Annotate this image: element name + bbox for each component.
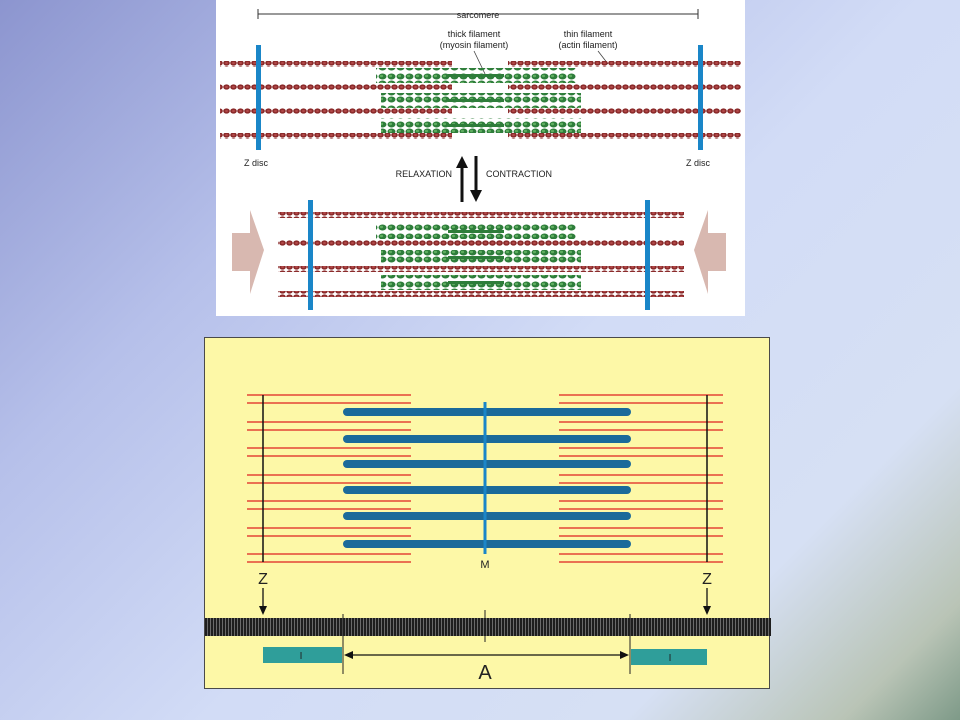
sarcomere-band-panel: M Z Z I I A xyxy=(204,337,771,689)
striation-band xyxy=(205,618,771,636)
relaxed-actin-filaments xyxy=(220,61,741,139)
thin-filament-label-sub: (actin filament) xyxy=(558,40,617,50)
thick-filaments xyxy=(343,408,631,548)
thick-filament-label-sub: (myosin filament) xyxy=(440,40,509,50)
z-disc-left-label: Z disc xyxy=(244,158,269,168)
thin-filaments xyxy=(247,394,723,563)
i-band-left-label: I xyxy=(300,651,303,662)
relaxed-z-disc-left xyxy=(256,45,261,150)
sarcomere-band-diagram: M Z Z I I A xyxy=(205,394,771,684)
relaxed-myosin-filaments xyxy=(376,68,581,133)
contraction-label: CONTRACTION xyxy=(486,169,552,179)
thin-filament-label: thin filament xyxy=(564,29,613,39)
sarcomere-contraction-panel: sarcomere thick filament (myosin filamen… xyxy=(216,0,745,316)
relaxed-z-disc-right xyxy=(698,45,703,150)
sarcomere-label: sarcomere xyxy=(457,10,500,20)
z-disc-right-label: Z disc xyxy=(686,158,711,168)
contracted-actin-filaments xyxy=(278,212,684,297)
contracted-z-disc-left xyxy=(308,200,313,310)
m-line-label: M xyxy=(480,559,489,571)
contraction-arrow-icon xyxy=(470,156,482,202)
contracted-myosin-filaments xyxy=(376,224,581,290)
contraction-push-left-arrow-icon xyxy=(232,210,264,294)
a-band-arrow-icon xyxy=(344,651,629,659)
contracted-z-disc-right xyxy=(645,200,650,310)
relaxation-label: RELAXATION xyxy=(396,169,452,179)
thick-filament-label: thick filament xyxy=(448,29,501,39)
z-right-arrow-icon xyxy=(703,588,711,615)
i-band-left xyxy=(263,647,342,663)
z-left-arrow-icon xyxy=(259,588,267,615)
i-band-right-label: I xyxy=(669,653,672,664)
sarcomere-contraction-diagram: sarcomere thick filament (myosin filamen… xyxy=(220,9,741,310)
z-left-label: Z xyxy=(258,571,268,588)
z-right-label: Z xyxy=(702,571,712,588)
i-band-right xyxy=(631,649,707,665)
a-band-label: A xyxy=(478,662,492,684)
contraction-push-right-arrow-icon xyxy=(694,210,726,294)
relaxation-arrow-icon xyxy=(456,156,468,202)
